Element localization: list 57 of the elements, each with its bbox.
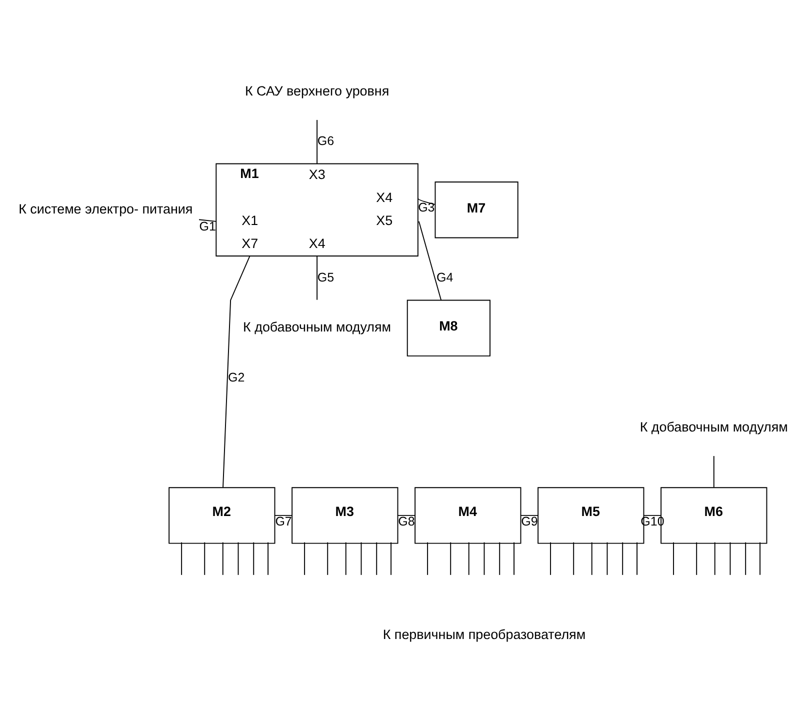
connector [198, 218, 217, 222]
connector [591, 541, 592, 575]
connector [222, 541, 224, 575]
connector [520, 514, 539, 516]
connector [499, 541, 500, 575]
connector [550, 541, 551, 575]
node-box: M8 [406, 299, 490, 356]
connector [316, 255, 318, 300]
connector [398, 514, 416, 516]
connector [636, 541, 638, 575]
connector [327, 541, 328, 575]
connector [622, 541, 624, 575]
node-box: M7 [434, 181, 518, 238]
connector [450, 541, 452, 575]
edge-label: G9 [521, 514, 538, 528]
edge-label: G1 [199, 219, 216, 234]
connector [606, 541, 608, 575]
edge-label: G6 [317, 133, 334, 148]
node-box: M3 [292, 486, 398, 544]
edge-label: G2 [228, 370, 245, 384]
connector [468, 541, 470, 575]
node-text: К САУ верхнего уровня [244, 82, 390, 98]
connector [376, 541, 378, 575]
node-box: M4 [414, 486, 522, 544]
connector [427, 541, 428, 575]
connector [253, 541, 254, 575]
connector [274, 514, 293, 516]
connector [316, 118, 318, 164]
connector [696, 541, 698, 575]
connector [745, 541, 746, 575]
edge-label: G8 [398, 514, 415, 528]
connector [418, 220, 442, 300]
connector [238, 541, 239, 575]
edge-label: G3 [418, 200, 435, 214]
node-text: К добавочным модулям [243, 319, 392, 334]
connector [730, 541, 731, 575]
connector [268, 541, 269, 575]
connector [714, 541, 716, 575]
connector [204, 541, 206, 575]
node-box: M2 [168, 486, 276, 544]
connector [713, 455, 714, 488]
edge-label: G5 [317, 270, 334, 284]
node-text: К системе электро- питания [18, 200, 193, 216]
connector [304, 541, 306, 575]
connector [360, 541, 362, 575]
node-box: M1 X3 X4 X1 X5 X7 X4 [216, 162, 418, 256]
connector [181, 541, 182, 575]
connector [673, 541, 674, 575]
connector [222, 255, 250, 488]
edge-label: G7 [275, 514, 292, 528]
connector [484, 541, 485, 575]
node-text: К добавочным модулям [640, 419, 788, 434]
connector [345, 541, 346, 575]
edge-label: G4 [436, 270, 454, 284]
connector [573, 541, 574, 575]
connector [390, 541, 392, 575]
label: К первичным преобразователям [382, 626, 586, 642]
